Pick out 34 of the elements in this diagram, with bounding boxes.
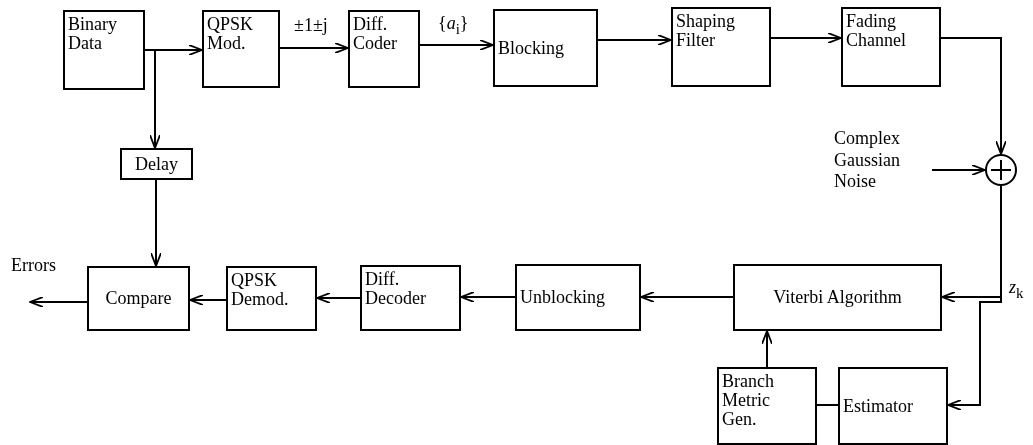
process-box: Viterbi Algorithm [733,264,942,331]
arrow [770,32,842,44]
output-label: Errors [10,256,57,274]
summing-junction-circle [985,154,1017,186]
arrow [150,179,162,267]
process-box: Compare [87,266,190,331]
process-box: Diff. Coder [348,10,420,88]
arrow [279,42,349,54]
process-box: Shaping Filter [671,7,771,87]
process-box: Diff. Decoder [360,265,461,331]
arrow [189,294,227,306]
connector-line [816,404,839,406]
edge-label: {a$_{i}$} [437,14,470,37]
arrow [940,37,1007,155]
input-label: Complex Gaussian Noise [834,128,932,208]
arrow [460,291,516,303]
arrow [947,185,1002,411]
process-box: QPSK Mod. [202,10,280,88]
process-box: Branch Metric Gen. [717,367,817,445]
process-box: Estimator [838,367,948,445]
process-box: Delay [120,148,193,180]
edge-label: ±1±j [293,16,329,34]
arrow [761,330,773,368]
process-box: QPSK Demod. [226,266,317,331]
arrow [931,164,986,176]
arrow [29,296,88,308]
process-box: Blocking [493,9,598,87]
process-box: Fading Channel [841,7,941,87]
arrow [597,34,672,46]
arrow [419,39,494,51]
arrow [640,291,734,303]
process-box: Binary Data [63,10,145,90]
process-box: Unblocking [515,264,641,331]
arrow [316,292,361,304]
